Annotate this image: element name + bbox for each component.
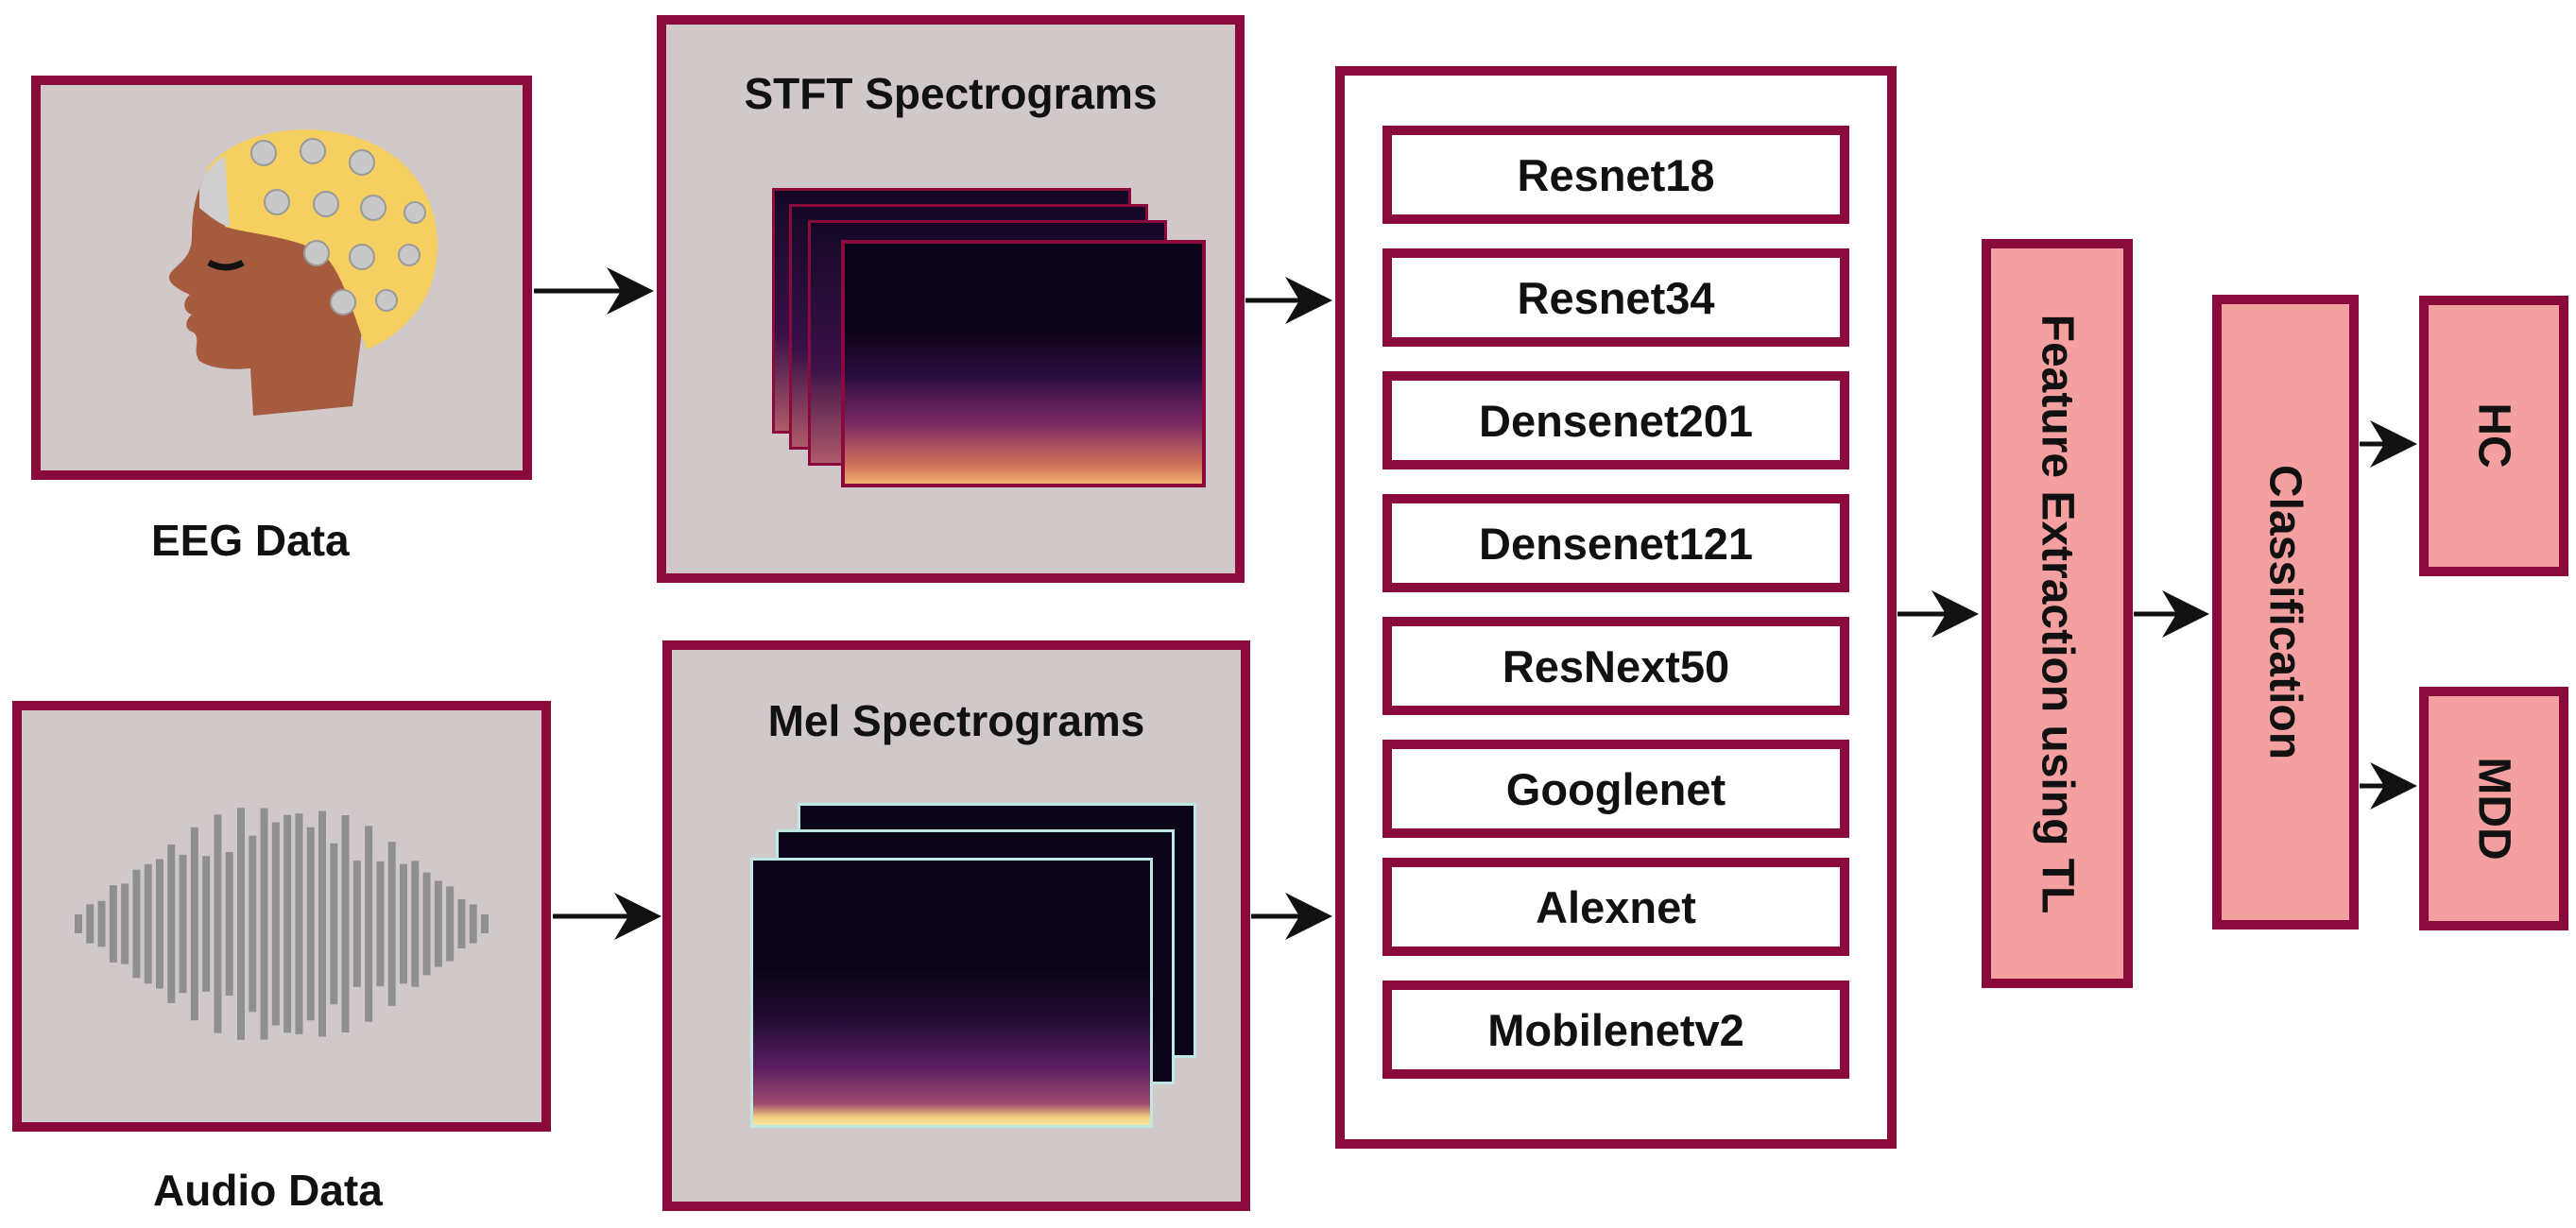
mel-spectrogram-front [750,858,1153,1128]
models-panel [1335,66,1897,1149]
model-resnet18: Resnet18 [1382,126,1849,224]
audio-data-label: Audio Data [153,1166,383,1215]
model-densenet121: Densenet121 [1382,494,1849,592]
eeg-head-icon [169,129,438,416]
stft-spectrogram-front [841,240,1206,487]
eeg-data-label: EEG Data [151,516,350,565]
classification-box [2212,295,2359,930]
model-alexnet: Alexnet [1382,858,1849,956]
mel-panel: Mel Spectrograms [662,640,1250,1211]
model-mobilenetv2: Mobilenetv2 [1382,981,1849,1079]
hc-output-box [2419,296,2568,576]
stft-panel: STFT Spectrograms [657,15,1245,583]
waveform-icon [75,808,489,1040]
audio-input-box [12,701,551,1132]
eeg-input-box [31,76,532,480]
model-resnext50: ResNext50 [1382,617,1849,715]
feature-extraction-box [1982,239,2133,988]
mdd-output-box [2419,687,2568,930]
model-resnet34: Resnet34 [1382,248,1849,347]
mel-title: Mel Spectrograms [767,696,1145,745]
model-googlenet: Googlenet [1382,740,1849,838]
stft-title: STFT Spectrograms [744,69,1158,118]
model-densenet201: Densenet201 [1382,371,1849,469]
